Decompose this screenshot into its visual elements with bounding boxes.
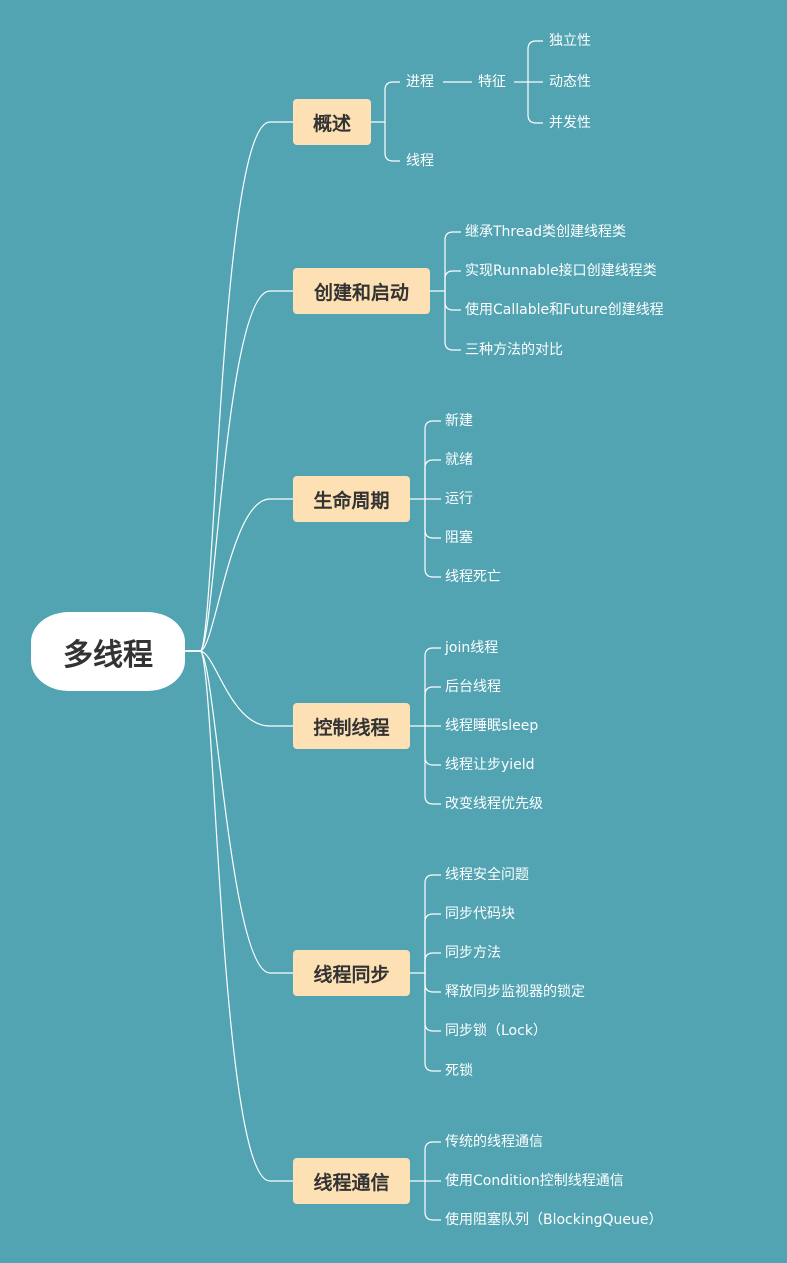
leaf-lifecycle-1[interactable]: 新建 [445, 413, 473, 429]
leaf-sync-5[interactable]: 同步锁（Lock） [445, 1023, 547, 1039]
leaf-comm-2[interactable]: 使用Condition控制线程通信 [445, 1173, 624, 1189]
branch-lifecycle[interactable]: 生命周期 [293, 476, 410, 522]
leaf-lifecycle-5[interactable]: 线程死亡 [445, 569, 501, 585]
leaf-lifecycle-2[interactable]: 就绪 [445, 452, 473, 468]
leaf-thread[interactable]: 线程 [406, 153, 434, 169]
branch-create[interactable]: 创建和启动 [293, 268, 430, 314]
leaf-trait-2[interactable]: 动态性 [549, 74, 591, 90]
leaf-control-1[interactable]: join线程 [445, 640, 499, 656]
leaf-sync-3[interactable]: 同步方法 [445, 945, 501, 961]
leaf-trait-3[interactable]: 并发性 [549, 115, 591, 131]
branch-sync[interactable]: 线程同步 [293, 950, 410, 996]
leaf-lifecycle-3[interactable]: 运行 [445, 491, 473, 507]
leaf-create-4[interactable]: 三种方法的对比 [465, 342, 563, 358]
leaf-process[interactable]: 进程 [406, 74, 434, 90]
leaf-create-3[interactable]: 使用Callable和Future创建线程 [465, 302, 664, 318]
leaf-lifecycle-4[interactable]: 阻塞 [445, 530, 473, 546]
leaf-sync-6[interactable]: 死锁 [445, 1063, 473, 1079]
branch-comm[interactable]: 线程通信 [293, 1158, 410, 1204]
leaf-trait-1[interactable]: 独立性 [549, 33, 591, 49]
leaf-control-4[interactable]: 线程让步yield [445, 757, 535, 773]
leaf-feature[interactable]: 特征 [478, 74, 506, 90]
root-node[interactable]: 多线程 [31, 612, 185, 691]
leaf-create-1[interactable]: 继承Thread类创建线程类 [465, 224, 626, 240]
leaf-control-5[interactable]: 改变线程优先级 [445, 796, 543, 812]
leaf-sync-2[interactable]: 同步代码块 [445, 906, 515, 922]
leaf-comm-3[interactable]: 使用阻塞队列（BlockingQueue） [445, 1212, 663, 1228]
branch-control[interactable]: 控制线程 [293, 703, 410, 749]
leaf-sync-1[interactable]: 线程安全问题 [445, 867, 529, 883]
branch-overview[interactable]: 概述 [293, 99, 371, 145]
leaf-control-3[interactable]: 线程睡眠sleep [445, 718, 539, 734]
leaf-sync-4[interactable]: 释放同步监视器的锁定 [445, 984, 585, 1000]
leaf-control-2[interactable]: 后台线程 [445, 679, 501, 695]
leaf-create-2[interactable]: 实现Runnable接口创建线程类 [465, 263, 657, 279]
leaf-comm-1[interactable]: 传统的线程通信 [445, 1134, 543, 1150]
